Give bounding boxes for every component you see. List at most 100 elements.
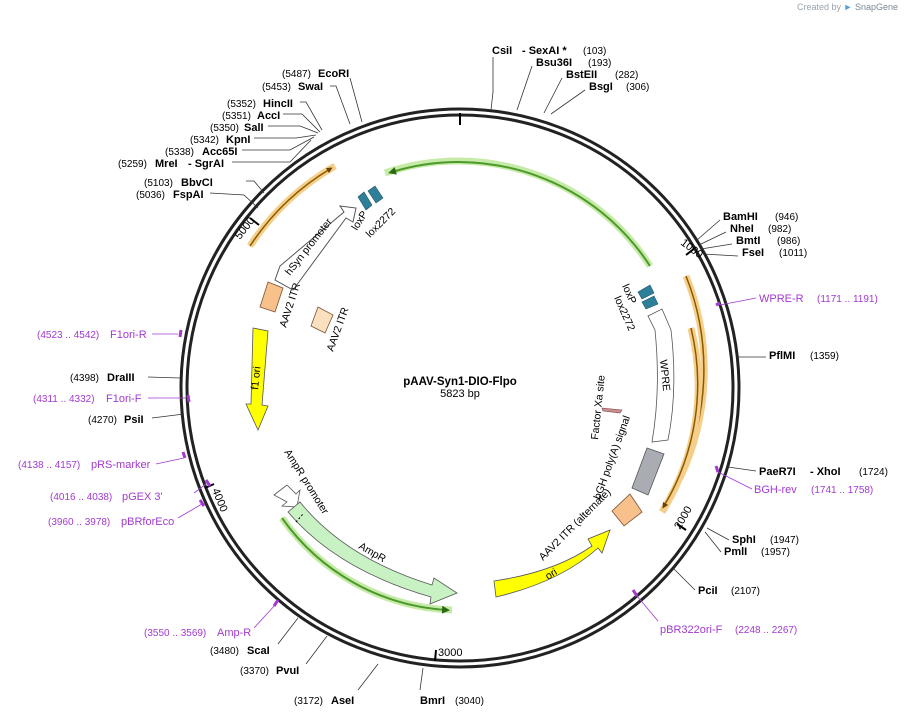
enzyme-pmli[interactable]: PmlI (1957): [704, 531, 790, 558]
aav2-itr-left-inner: [310, 306, 334, 334]
enzyme-pflmi[interactable]: PflMI (1359): [737, 350, 839, 362]
loxp-top-icon: [357, 191, 373, 211]
enzyme-fspai[interactable]: (5036) FspAI: [136, 189, 259, 209]
aav2-itr-left-outer: [259, 281, 284, 313]
tick-label-2000: 2000: [672, 504, 695, 531]
primer-range: (1171 .. 1191): [817, 294, 878, 305]
enzyme-name: PvuI: [276, 665, 299, 677]
bgh-polya-box: [631, 447, 665, 496]
enzyme-name: BbvCI: [181, 177, 213, 189]
enzyme-name: HincII: [263, 98, 293, 110]
lox2272-right-icon: [641, 295, 659, 310]
primer-name: F1ori-F: [106, 393, 142, 405]
enzyme-pos: (5487): [282, 69, 311, 80]
enzyme-draiii[interactable]: (4398) DraIII: [70, 372, 181, 384]
enzyme-pos: (946): [775, 212, 798, 223]
primer-range: (4138 .. 4157): [18, 460, 80, 471]
enzyme-pos: (1359): [810, 351, 839, 362]
enzyme-pos: (5259): [118, 159, 147, 170]
enzyme-name: BmtI: [736, 235, 760, 247]
primer-name: pBR322ori-F: [660, 624, 723, 636]
enzyme-pos: (306): [626, 82, 649, 93]
primer-name: Amp-R: [217, 627, 251, 639]
primer-name: pRS-marker: [91, 459, 151, 471]
enzyme-bmri[interactable]: BmrI (3040): [419, 667, 484, 707]
enzyme-kpni[interactable]: (5342) KpnI: [190, 134, 317, 146]
enzyme-nhei[interactable]: NheI (982): [698, 223, 791, 246]
primer-f1ori-r[interactable]: (4523 .. 4542) F1ori-R: [37, 329, 183, 341]
primer-name: pGEX 3': [122, 491, 163, 503]
enzyme-pos: (1947): [770, 535, 799, 546]
wpre-arrow: [647, 308, 675, 443]
credit-prefix: Created by: [796, 2, 841, 12]
primer-f1ori-f[interactable]: (4311 .. 4332) F1ori-F: [33, 393, 191, 405]
enzyme-name: Bsu36I: [536, 57, 572, 69]
ampr-dashed-mark: [295, 513, 304, 523]
enzyme-scai[interactable]: (3480) ScaI: [210, 617, 299, 657]
primer-bgh-rev[interactable]: BGH-rev (1741 .. 1758): [714, 465, 873, 496]
green-arrow-top-line: [388, 161, 651, 267]
enzyme-name: ScaI: [247, 645, 270, 657]
enzyme-bmti[interactable]: BmtI (986): [700, 235, 800, 250]
primer-name: WPRE-R: [759, 293, 804, 305]
enzyme-bsgi[interactable]: BsgI (306): [550, 81, 649, 115]
enzyme-pos: (4398): [70, 373, 99, 384]
plasmid-name: pAAV-Syn1-DIO-Flpo: [403, 376, 517, 388]
enzyme-name: PmlI: [724, 546, 747, 558]
enzyme-pos: (5036): [136, 190, 165, 201]
f1-ori-label: f1 ori: [249, 366, 263, 390]
enzyme-pvui[interactable]: (3370) PvuI: [240, 635, 328, 677]
enzyme-psii[interactable]: (4270) PsiI: [88, 413, 185, 426]
primer-range: (4016 .. 4038): [50, 492, 112, 503]
enzyme-fsei[interactable]: FseI (1011): [702, 247, 807, 259]
aav2-itr-alternate: [611, 493, 643, 527]
primer-pgex-3[interactable]: (4016 .. 4038) pGEX 3': [50, 479, 212, 503]
snapgene-logo-icon: ►: [843, 2, 853, 12]
enzyme-pos: (4270): [88, 415, 117, 426]
primer-name: BGH-rev: [754, 484, 797, 496]
enzyme-acc65i[interactable]: (5338) Acc65I: [165, 136, 315, 158]
snapgene-credit: Created by ► SnapGene: [797, 2, 898, 12]
enzyme-bbvci[interactable]: (5103) BbvCI: [144, 177, 265, 194]
scale-tick-2000: 2000: [672, 504, 695, 531]
enzyme-srei-sgrai[interactable]: (5259) MreI - SgrAI: [118, 139, 312, 170]
wpre-label: WPRE: [657, 359, 672, 392]
enzyme-name: BamHI: [723, 211, 758, 223]
enzyme-paer7i-xhoi[interactable]: PaeR7I - XhoI (1724): [727, 466, 888, 478]
primer-pbr322ori-f[interactable]: pBR322ori-F (2248 .. 2267): [631, 589, 797, 636]
enzyme-sali[interactable]: (5350) SalI: [210, 122, 319, 134]
primer-prs-marker[interactable]: (4138 .. 4157) pRS-marker: [18, 451, 187, 471]
enzyme-name: KpnI: [226, 134, 250, 146]
enzyme-swai[interactable]: (5453) SwaI: [262, 81, 351, 125]
enzyme-pos: (5453): [262, 82, 291, 93]
plasmid-size: 5823 bp: [440, 388, 480, 400]
factor-xa-label: Factor Xa site: [589, 374, 608, 440]
enzyme-pos: (5342): [190, 135, 219, 146]
enzyme-name: AccI: [257, 110, 280, 122]
enzyme-bsteii[interactable]: BstEII (282): [543, 69, 638, 114]
ampr-promoter-arrow: [273, 484, 301, 508]
enzyme-name: PflMI: [769, 350, 795, 362]
enzyme-name: PsiI: [124, 414, 144, 426]
enzyme-pos: (193): [588, 58, 611, 69]
enzyme-asei[interactable]: (3172) AseI: [294, 663, 379, 707]
enzyme-hincii[interactable]: (5352) HincII: [227, 98, 323, 131]
enzyme-ecori[interactable]: (5487) EcoRI: [282, 68, 363, 123]
enzyme-csii-sexai[interactable]: CsiI - SexAI * (103): [490, 45, 606, 111]
enzyme-bamhi[interactable]: BamHI (946): [696, 211, 798, 241]
enzyme-name: PciI: [698, 585, 718, 597]
enzyme-name: EcoRI: [318, 68, 349, 80]
loxp-right-icon: [637, 284, 655, 300]
enzyme-name: FspAI: [173, 189, 204, 201]
enzyme-pos: (1724): [859, 467, 888, 478]
primer-amp-r[interactable]: (3550 .. 3569) Amp-R: [144, 599, 280, 639]
enzyme-acci[interactable]: (5351) AccI: [222, 110, 321, 133]
enzyme-pos: (2107): [731, 586, 760, 597]
enzyme-pos: (5338): [165, 147, 194, 158]
enzyme-sphi[interactable]: SphI (1947): [706, 527, 799, 546]
enzyme-pcii[interactable]: PciI (2107): [672, 567, 760, 597]
primer-wpre-r[interactable]: WPRE-R (1171 .. 1191): [715, 293, 878, 307]
primer-pbrforeco[interactable]: (3960 .. 3978) pBRforEco: [48, 499, 206, 528]
enzyme-bsu36i[interactable]: Bsu36I (193): [516, 57, 611, 111]
